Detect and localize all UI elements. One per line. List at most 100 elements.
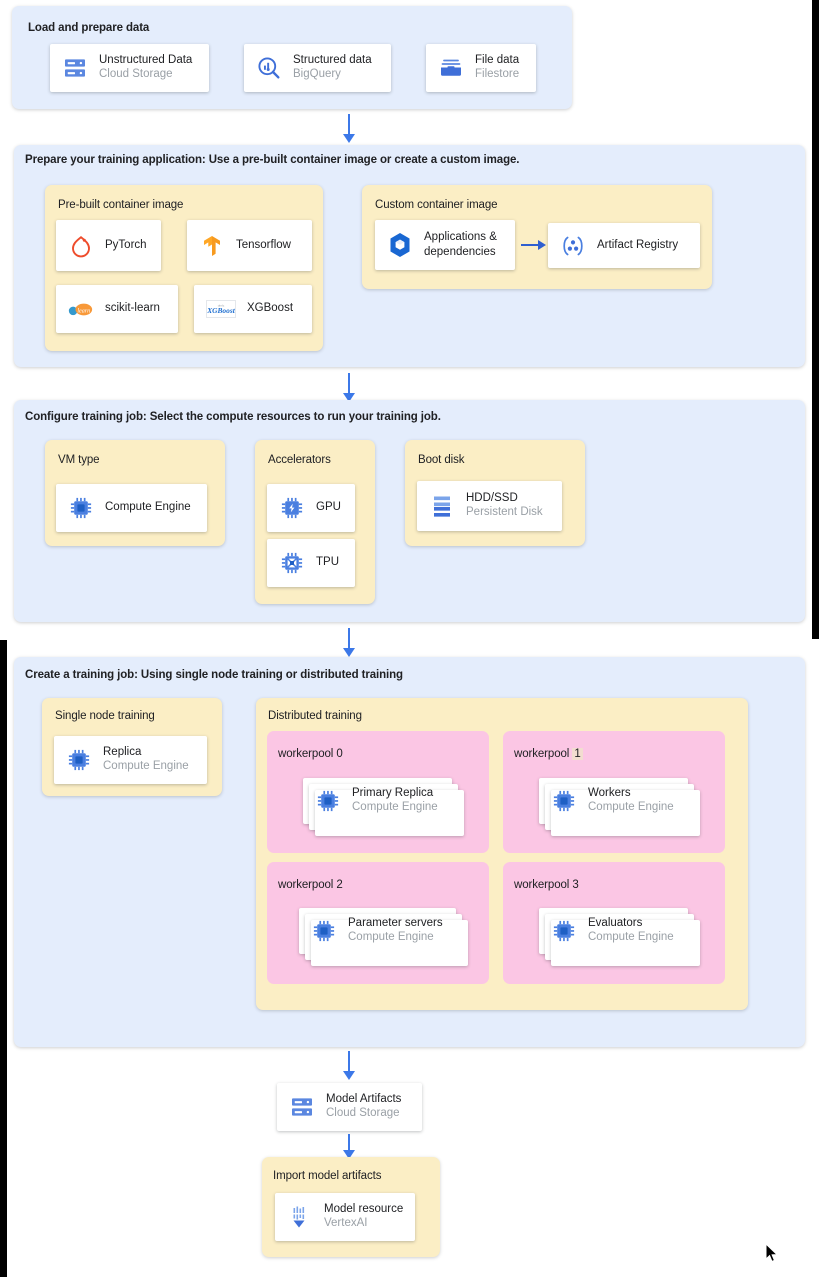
card-pytorch[interactable]: PyTorch [56,220,161,271]
accelerators-title: Accelerators [268,454,331,466]
card-model-resource[interactable]: Model resource VertexAI [275,1193,415,1241]
workerpool-label-num: 3 [572,879,579,891]
card-title: Applications & dependencies [424,231,497,258]
card-subtitle: Compute Engine [103,760,189,772]
cloud-storage-icon [62,55,88,81]
card-workers[interactable]: Workers Compute Engine [539,778,700,836]
xgboost-icon: dmlc XGBoost [206,296,236,322]
card-title: XGBoost [247,302,294,315]
workerpool-2-label: workerpool 2 [278,879,343,891]
workerpool-label-num: 2 [336,879,343,891]
model-resource-icon [287,1204,313,1230]
compute-engine-icon [68,495,94,521]
card-subtitle: Cloud Storage [326,1107,400,1119]
arrow-load-to-prepare [348,114,350,136]
stage-configure-title: Configure training job: Select the compu… [25,411,441,423]
card-vm-compute-engine[interactable]: Compute Engine [56,484,207,532]
gpu-icon [279,495,305,521]
card-structured-data[interactable]: Structured data BigQuery [244,44,391,92]
card-subtitle: VertexAI [324,1217,368,1229]
card-title: Parameter servers [348,917,443,930]
card-title: Primary Replica [352,787,434,800]
workerpool-label-prefix: workerpool [278,748,334,760]
single-node-training-title: Single node training [55,710,155,722]
workerpool-label-num: 1 [572,748,583,760]
card-title: scikit-learn [105,302,160,315]
card-title: TPU [316,556,339,569]
workerpool-0-label: workerpool 0 [278,748,343,760]
workerpool-label-prefix: workerpool [514,879,570,891]
arrow-configure-to-create [348,628,350,650]
card-applications-dependencies[interactable]: Applications & dependencies [375,220,515,270]
card-file-data[interactable]: File data Filestore [426,44,536,92]
pytorch-icon [68,233,94,259]
card-unstructured-data[interactable]: Unstructured Data Cloud Storage [50,44,209,92]
applications-dependencies-icon [387,232,413,258]
compute-engine-icon [315,788,341,814]
right-edge-strip [812,0,819,639]
card-subtitle: BigQuery [293,68,341,80]
tensorflow-icon [199,233,225,259]
arrow-apps-to-registry [521,244,539,246]
card-subtitle: Filestore [475,68,520,80]
card-evaluators[interactable]: Evaluators Compute Engine [539,908,700,966]
svg-text:learn: learn [77,308,90,314]
left-edge-strip [0,640,7,1277]
scikit-learn-icon: learn [68,296,94,322]
arrow-configure-to-create-head [343,648,355,657]
compute-engine-icon [551,788,577,814]
card-hdd-ssd[interactable]: HDD/SSD Persistent Disk [417,481,562,531]
mouse-cursor [765,1243,779,1263]
arrow-prepare-to-configure [348,373,350,395]
card-title: Tensorflow [236,238,291,251]
card-title: Evaluators [588,917,643,930]
card-subtitle: Cloud Storage [99,68,173,80]
card-tpu[interactable]: TPU [267,539,355,587]
arrow-apps-to-registry-head [538,240,546,250]
distributed-training-title: Distributed training [268,710,362,722]
arrow-create-to-artifacts [348,1051,350,1073]
compute-engine-icon [311,918,337,944]
card-xgboost[interactable]: dmlc XGBoost XGBoost [194,285,312,333]
boot-disk-title: Boot disk [418,454,465,466]
card-subtitle: Compute Engine [348,931,434,943]
filestore-icon [438,55,464,81]
workerpool-label-prefix: workerpool [278,879,334,891]
card-title: Workers [588,787,631,800]
svg-text:dmlc: dmlc [218,303,225,307]
card-title: Replica [103,746,142,759]
card-title: Structured data [293,54,372,67]
card-title: File data [475,54,520,67]
persistent-disk-icon [429,493,455,519]
import-model-artifacts-title: Import model artifacts [273,1170,382,1182]
card-title: Artifact Registry [597,238,679,251]
card-gpu[interactable]: GPU [267,484,355,532]
compute-engine-icon [551,918,577,944]
arrow-prepare-to-configure-head [343,393,355,402]
workerpool-label-prefix: workerpool [514,748,570,760]
card-tensorflow[interactable]: Tensorflow [187,220,312,271]
workerpool-1-label: workerpool 1 [514,748,583,760]
stage-load-title: Load and prepare data [28,22,150,34]
stage-prepare-title: Prepare your training application: Use a… [25,154,520,166]
card-title: Unstructured Data [99,54,193,67]
artifact-registry-icon [560,233,586,259]
arrow-create-to-artifacts-head [343,1071,355,1080]
card-artifact-registry[interactable]: Artifact Registry [548,223,700,268]
svg-text:XGBoost: XGBoost [206,306,235,315]
card-replica[interactable]: Replica Compute Engine [54,736,207,784]
arrow-artifacts-to-import [348,1134,350,1152]
tpu-icon [279,550,305,576]
card-scikit-learn[interactable]: learn scikit-learn [56,285,178,333]
card-title: HDD/SSD [466,492,518,505]
card-parameter-servers[interactable]: Parameter servers Compute Engine [299,908,468,966]
prebuilt-container-title: Pre-built container image [58,199,184,211]
cloud-storage-icon [289,1094,315,1120]
card-subtitle: Compute Engine [588,931,674,943]
card-subtitle: Compute Engine [352,801,438,813]
workerpool-3-label: workerpool 3 [514,879,579,891]
card-title: Model resource [324,1203,404,1216]
card-title: Model Artifacts [326,1093,402,1106]
card-primary-replica[interactable]: Primary Replica Compute Engine [303,778,464,836]
card-model-artifacts[interactable]: Model Artifacts Cloud Storage [277,1083,422,1131]
